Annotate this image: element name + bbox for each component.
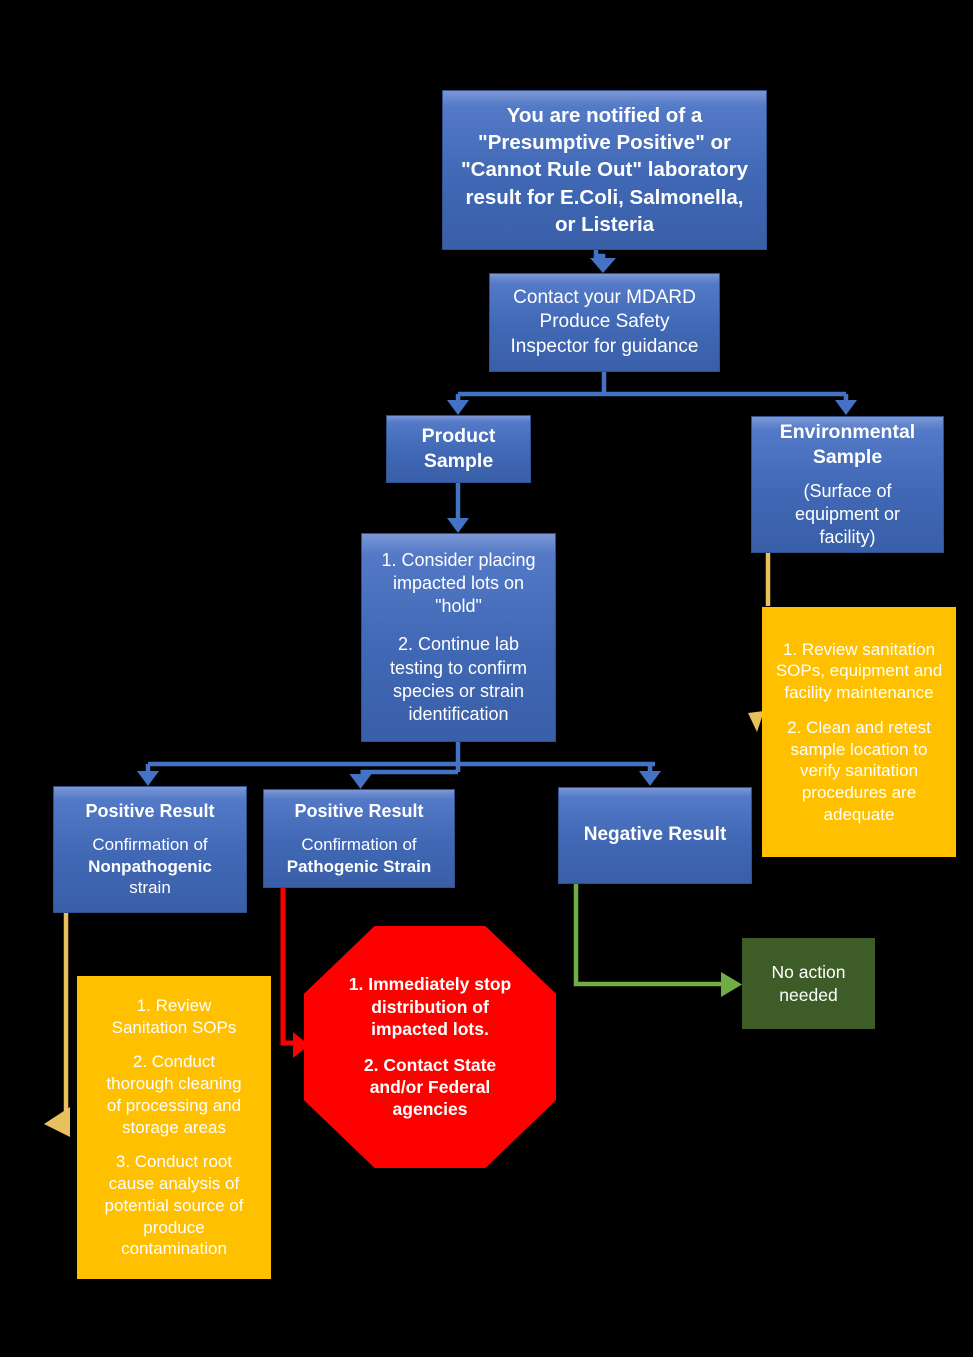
nonpathogenic-line2: Nonpathogenic [88, 856, 212, 876]
node-start-text: You are notified of a "Presumptive Posit… [460, 103, 749, 236]
node-contact-inspector: Contact your MDARD Produce Safety Inspec… [489, 273, 720, 372]
arrowhead-to-stop-sign [293, 1032, 309, 1058]
pathogenic-line2: Pathogenic Strain [286, 856, 432, 876]
product-action-2: 2. Continue lab testing to confirm speci… [389, 634, 528, 724]
node-no-action: No action needed [742, 938, 875, 1029]
node-positive-nonpathogenic: Positive Result Confirmation of Nonpatho… [53, 786, 247, 913]
node-stop-sign: 1. Immediately stop distribution of impa… [304, 926, 556, 1168]
edge-contact-branch [455, 372, 849, 401]
node-contact-text: Contact your MDARD Produce Safety Inspec… [510, 287, 699, 357]
node-negative-result: Negative Result [558, 787, 752, 884]
arrowhead-to-nonpathogenic-result [137, 771, 159, 786]
arrowhead-to-nonpathogenic-actions [44, 1107, 70, 1137]
nonpathogenic-action-1: 1. Review Sanitation SOPs [111, 995, 237, 1037]
arrowhead-to-environmental-actions [748, 711, 764, 732]
node-positive-pathogenic: Positive Result Confirmation of Pathogen… [263, 789, 455, 888]
no-action-text: No action needed [771, 962, 846, 1005]
node-environmental-sample: Environmental Sample (Surface of equipme… [751, 416, 944, 553]
nonpathogenic-line1: Confirmation of [92, 834, 208, 854]
negative-result-title: Negative Result [583, 824, 727, 846]
environmental-sample-title: Environmental Sample [779, 421, 916, 468]
arrowhead-start-to-contact [590, 258, 616, 273]
stop-action-1: 1. Immediately stop distribution of impa… [348, 974, 512, 1040]
arrowhead-to-environmental-sample [835, 400, 857, 415]
pathogenic-line1: Confirmation of [301, 834, 417, 854]
edge-negative-to-no-action [573, 883, 721, 987]
arrowhead-to-no-action [721, 972, 742, 997]
environmental-action-2: 2. Clean and retest sample location to v… [787, 717, 931, 824]
environmental-sample-subtitle: (Surface of equipment or facility) [794, 480, 901, 547]
node-environmental-actions: 1. Review sanitation SOPs, equipment and… [762, 607, 956, 857]
environmental-action-1: 1. Review sanitation SOPs, equipment and… [775, 639, 943, 703]
stop-action-2: 2. Contact State and/or Federal agencies [363, 1054, 497, 1120]
arrowhead-to-product-sample [447, 400, 469, 415]
node-start: You are notified of a "Presumptive Posit… [442, 90, 767, 250]
node-product-sample: Product Sample [386, 415, 531, 483]
nonpathogenic-title: Positive Result [85, 800, 215, 821]
nonpathogenic-action-3: 3. Conduct root cause analysis of potent… [104, 1152, 244, 1259]
arrowhead-to-negative-result [639, 771, 661, 786]
pathogenic-title: Positive Result [294, 800, 424, 821]
node-product-actions: 1. Consider placing impacted lots on "ho… [361, 533, 556, 742]
nonpathogenic-line3: strain [129, 878, 171, 898]
product-sample-title: Product Sample [421, 425, 496, 472]
product-action-1: 1. Consider placing impacted lots on "ho… [381, 550, 536, 617]
edge-start-to-contact [593, 250, 606, 259]
arrowhead-to-pathogenic-result [349, 774, 372, 789]
node-nonpathogenic-actions: 1. Review Sanitation SOPs 2. Conduct tho… [77, 976, 271, 1279]
edge-results-branch [145, 742, 655, 775]
nonpathogenic-action-2: 2. Conduct thorough cleaning of processi… [106, 1052, 242, 1137]
arrowhead-to-product-actions [447, 518, 469, 533]
edge-pathogenic-to-stop [280, 888, 293, 1046]
